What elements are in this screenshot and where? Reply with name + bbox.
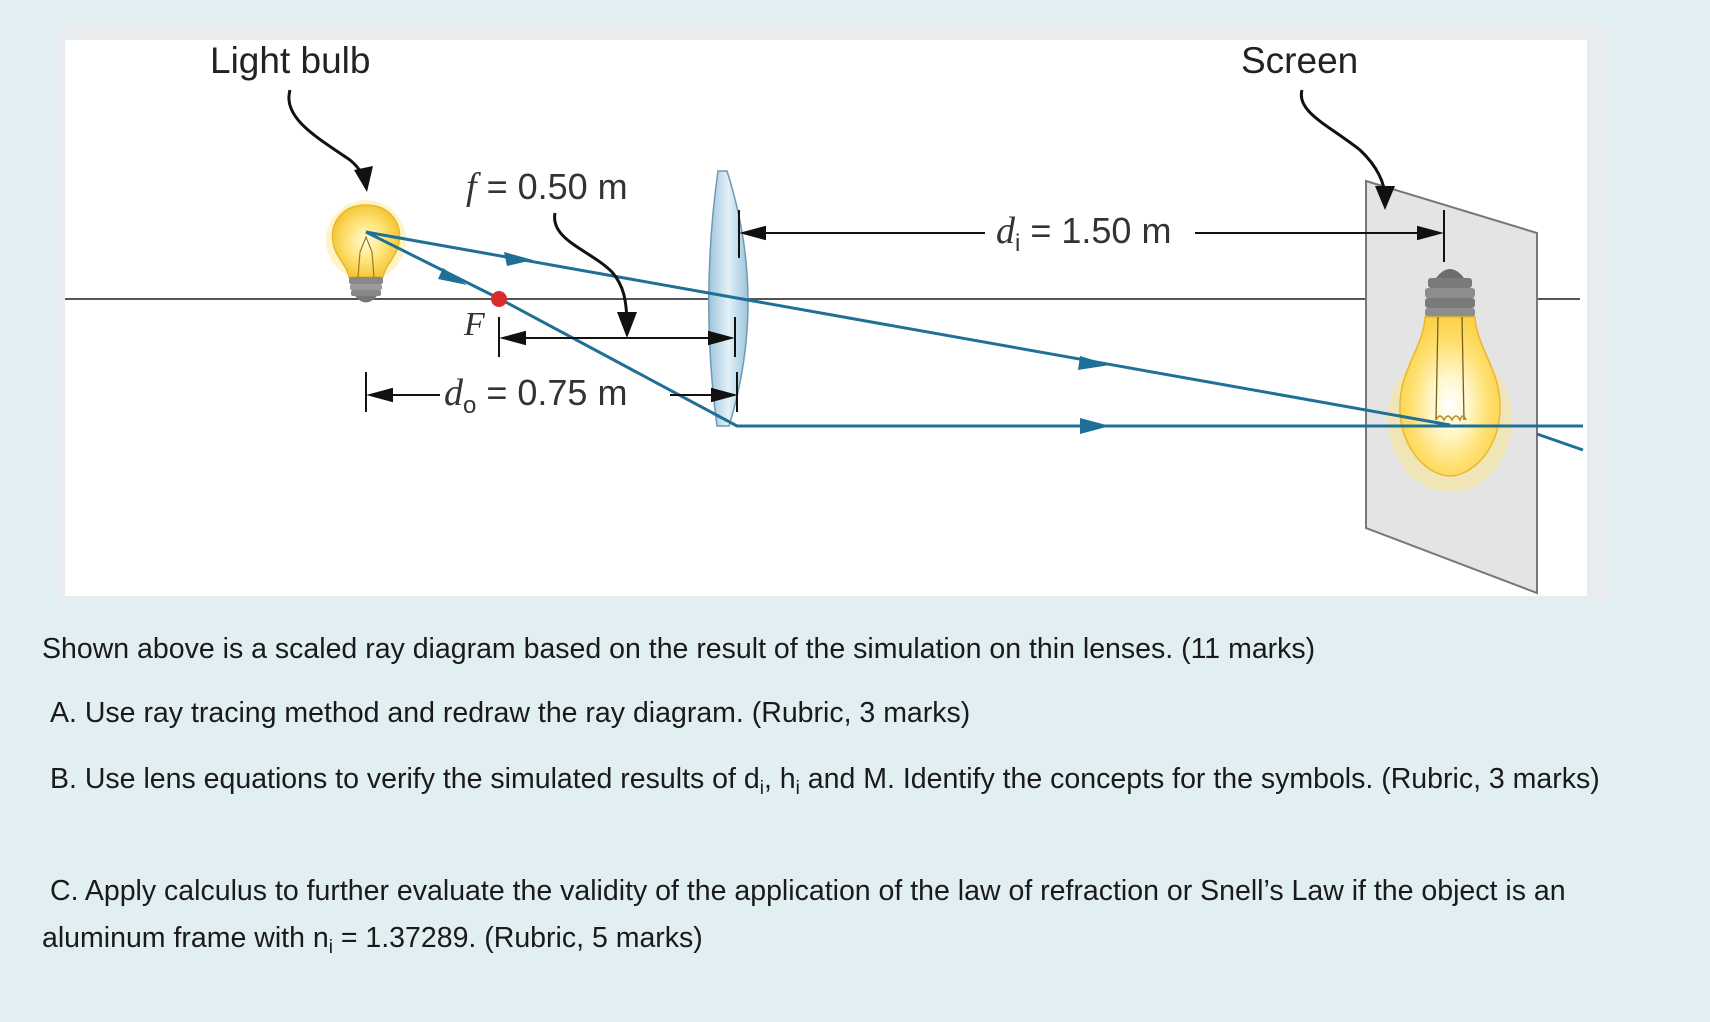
question-part-c: C. Apply calculus to further evaluate th… bbox=[42, 868, 1682, 971]
object-distance-dimension bbox=[365, 372, 738, 412]
ray-exit-right bbox=[1536, 432, 1584, 452]
focal-length-value: = 0.50 m bbox=[476, 166, 628, 207]
part-c-text-1: C. Apply calculus to further evaluate th… bbox=[42, 875, 1566, 954]
image-bulb bbox=[1388, 269, 1512, 492]
image-distance-dimension bbox=[738, 210, 1445, 262]
screen-callout-head bbox=[1375, 186, 1395, 210]
focal-length-dimension bbox=[498, 317, 736, 357]
part-b-text-3: and M. Identify the concepts for the sym… bbox=[799, 763, 1600, 795]
object-bulb bbox=[326, 200, 406, 303]
focal-point bbox=[491, 291, 507, 307]
ray-central bbox=[365, 230, 1451, 427]
ray-arrowhead bbox=[1078, 356, 1110, 370]
ray-arrowhead bbox=[438, 268, 467, 285]
ray-diagram bbox=[65, 89, 1584, 595]
part-b-text-2: , h bbox=[763, 763, 796, 795]
light-rays bbox=[365, 230, 1584, 452]
object-distance-value: = 0.75 m bbox=[476, 372, 628, 413]
light-bulb-callout-head bbox=[354, 166, 373, 192]
question-part-b: B. Use lens equations to verify the simu… bbox=[42, 756, 1682, 812]
object-distance-subscript: o bbox=[463, 392, 477, 420]
part-b-subscript-1: i bbox=[759, 778, 764, 799]
image-distance-value: = 1.50 m bbox=[1020, 210, 1172, 251]
focal-length-symbol: f bbox=[466, 166, 477, 208]
focal-length-callout bbox=[553, 212, 629, 321]
image-distance-subscript: i bbox=[1015, 230, 1021, 258]
ray-arrowheads bbox=[438, 252, 1110, 434]
focal-length-callout-head bbox=[617, 312, 637, 338]
image-distance-symbol: d bbox=[996, 210, 1015, 252]
question-intro: Shown above is a scaled ray diagram base… bbox=[42, 633, 1316, 665]
light-bulb-callout bbox=[287, 89, 368, 186]
object-distance-label: do = 0.75 m bbox=[440, 372, 632, 420]
screen-callout bbox=[1299, 89, 1387, 199]
part-c-text-2: = 1.37289. (Rubric, 5 marks) bbox=[332, 922, 703, 954]
screen-label: Screen bbox=[1241, 40, 1359, 81]
part-b-subscript-2: i bbox=[795, 778, 800, 799]
image-distance-label: di = 1.50 m bbox=[992, 210, 1176, 258]
light-bulb-label: Light bulb bbox=[210, 40, 371, 81]
ray-through-focus bbox=[365, 230, 1583, 428]
question-part-a: A. Use ray tracing method and redraw the… bbox=[50, 697, 971, 729]
ray-arrowhead bbox=[504, 252, 533, 266]
ray-arrowhead bbox=[1080, 418, 1110, 434]
figure-canvas bbox=[65, 40, 1587, 596]
part-b-text-1: B. Use lens equations to verify the simu… bbox=[50, 763, 760, 795]
part-c-subscript: i bbox=[328, 937, 333, 958]
focal-point-label: F bbox=[464, 306, 485, 343]
object-distance-symbol: d bbox=[444, 372, 463, 414]
focal-length-label: f = 0.50 m bbox=[462, 168, 632, 206]
